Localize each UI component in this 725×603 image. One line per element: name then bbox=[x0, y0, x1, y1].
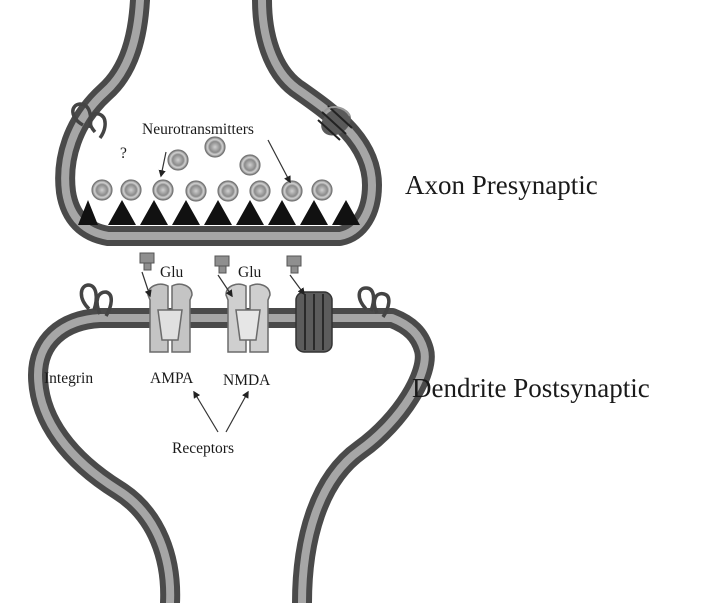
dendrite-membrane bbox=[38, 318, 425, 603]
dendrite-ion-channel bbox=[296, 292, 332, 352]
glu-molecule bbox=[287, 256, 301, 273]
axon-presynaptic-label: Axon Presynaptic bbox=[405, 170, 598, 200]
vesicle bbox=[153, 180, 173, 200]
glu-label-left: Glu bbox=[160, 264, 184, 281]
vesicle bbox=[218, 181, 238, 201]
glu-molecule bbox=[140, 253, 154, 270]
nmda-receptor bbox=[226, 284, 270, 352]
neurotransmitters-label: Neurotransmitters bbox=[142, 121, 254, 138]
vesicle bbox=[250, 181, 270, 201]
receptors-label: Receptors bbox=[172, 440, 234, 457]
glu-label-right: Glu bbox=[238, 264, 262, 281]
integrin-label: Integrin bbox=[44, 370, 93, 387]
active-zone-triangles bbox=[78, 200, 360, 225]
glu-molecule bbox=[215, 256, 229, 273]
vesicle bbox=[205, 137, 225, 157]
neurotransmitter-vesicles bbox=[92, 137, 332, 201]
dendrite-postsynaptic-label: Dendrite Postsynaptic bbox=[412, 373, 650, 403]
ampa-label: AMPA bbox=[150, 370, 194, 387]
vesicle bbox=[282, 181, 302, 201]
nmda-label: NMDA bbox=[223, 372, 271, 389]
vesicle bbox=[186, 181, 206, 201]
vesicle bbox=[312, 180, 332, 200]
vesicle bbox=[168, 150, 188, 170]
vesicle bbox=[92, 180, 112, 200]
vesicle bbox=[121, 180, 141, 200]
question-mark-label: ? bbox=[120, 145, 127, 162]
receptor-arrows bbox=[194, 392, 248, 432]
ampa-receptor bbox=[148, 284, 192, 352]
vesicle bbox=[240, 155, 260, 175]
